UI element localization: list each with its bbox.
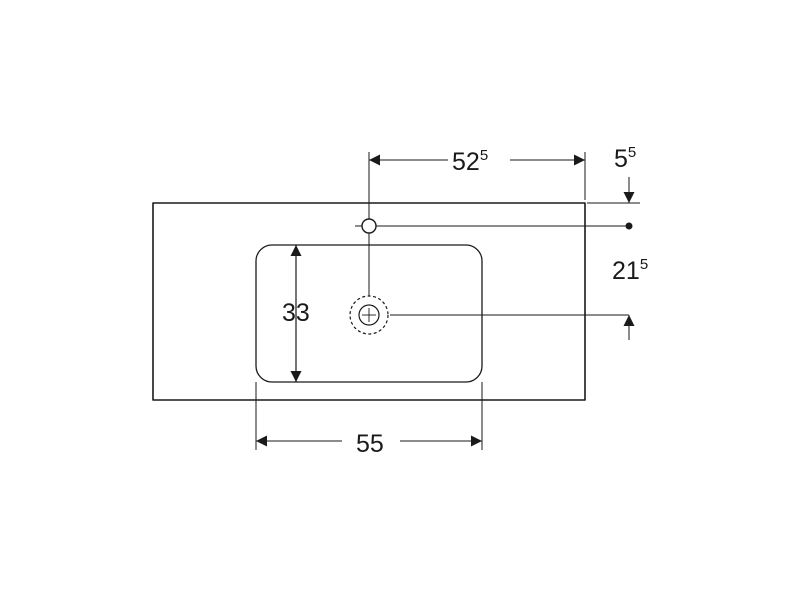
- dimension-label-bowl-height: 33: [282, 299, 310, 327]
- dimension-label-width-top: 525: [452, 147, 488, 176]
- tap-hole: [355, 218, 629, 234]
- drain-outlet: [349, 295, 629, 335]
- dimension-label-bowl-width: 55: [356, 430, 384, 458]
- dimension-offset-top: 55: [587, 144, 640, 230]
- dimension-bowl-height: 33: [282, 245, 310, 382]
- dimension-width-top: 525: [369, 147, 586, 200]
- countertop-outline: [152, 202, 586, 401]
- dimension-bowl-width: 55: [255, 382, 483, 458]
- dimension-label-offset-top: 55: [614, 144, 636, 173]
- dimension-label-height-right: 215: [612, 256, 648, 285]
- dimension-height-right: 215: [612, 256, 648, 340]
